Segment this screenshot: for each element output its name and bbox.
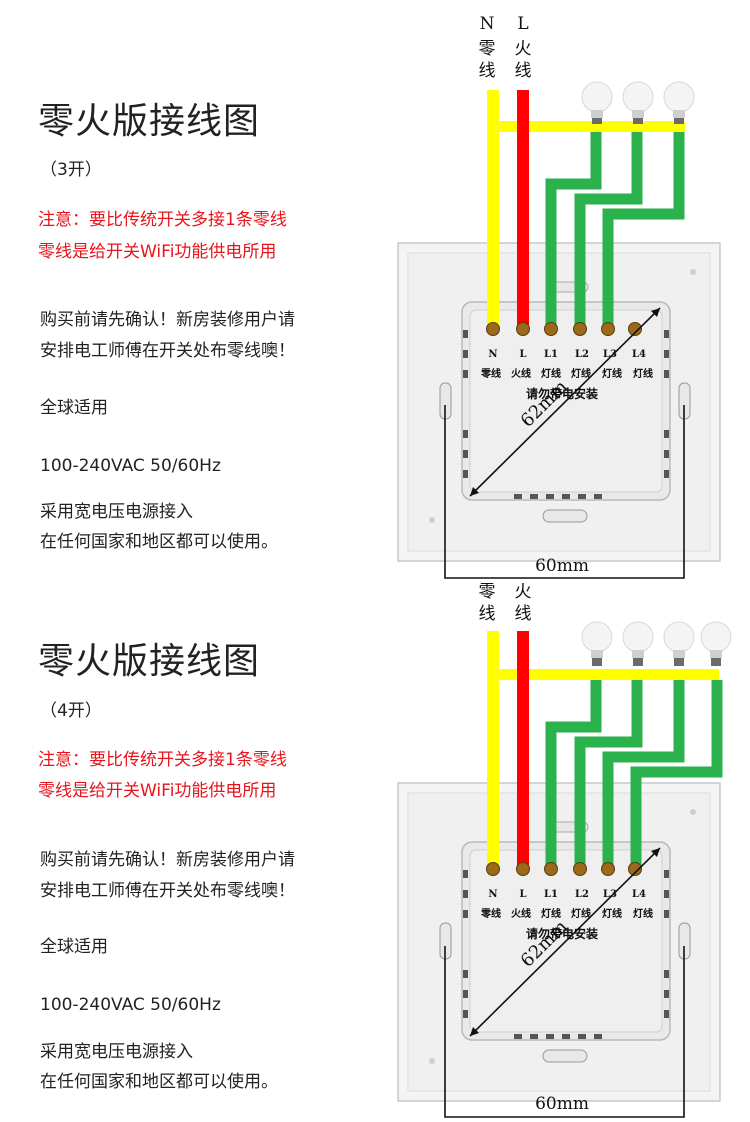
bottom-wide-line1: 采用宽电压电源接入 [40,1042,193,1062]
bottom-terminal-label: N [488,889,497,900]
bottom-variant: （4开） [40,701,102,721]
bottom-no-live-install-label: 请勿带电安装 [526,926,598,941]
top-live-wire [517,90,529,330]
top-terminal-name: 灯线 [541,367,561,380]
top-wire-n-letter: N [479,14,495,34]
top-terminal-label: L2 [575,349,589,360]
bottom-global: 全球适用 [40,937,108,957]
bottom-terminal-label: L2 [575,889,589,900]
top-wide-line2: 在任何国家和地区都可以使用。 [40,532,278,552]
top-width-bracket [444,405,685,579]
top-confirm-line1: 购买前请先确认！新房装修用户请 [40,310,295,330]
top-terminal-name: 火线 [511,367,531,380]
top-terminal-label: L1 [544,349,558,360]
bottom-wire-l-name: 火线 [514,582,532,624]
top-width-dimension: 60mm [535,556,589,576]
top-wire-l-letter: L [517,14,529,34]
top-wire-l-name: 火线 [514,39,532,81]
bottom-confirm-line2: 安排电工师傅在开关处布零线噢！ [40,881,295,901]
top-warning-line1: 注意：要比传统开关多接1条零线 [38,210,287,230]
top-terminals [486,322,642,336]
bottom-wide-line2: 在任何国家和地区都可以使用。 [40,1072,278,1092]
top-neutral-wire [487,90,499,330]
bottom-terminal-label: L [519,889,526,900]
bottom-terminal-label: L1 [544,889,558,900]
bottom-terminal-name: 灯线 [571,907,591,920]
bottom-terminals [486,862,642,876]
bottom-terminal-name: 灯线 [633,907,653,920]
bottom-terminal-label: L3 [603,889,617,900]
bottom-diagonal-dimension-line [469,847,661,1037]
bottom-lamp-wires [545,680,723,870]
bottom-bulbs [581,621,732,666]
top-terminal-label: L3 [603,349,617,360]
bottom-wiring-diagram: N L L1 L2 L3 L4 零线 火线 灯线 灯线 灯线 灯线 请勿带电安装… [397,621,732,1118]
top-diagonal-dimension-line [469,307,661,497]
bottom-warning-line1: 注意：要比传统开关多接1条零线 [38,750,287,770]
bottom-terminal-label: L4 [632,889,646,900]
top-terminal-label: L [519,349,526,360]
bottom-confirm-line1: 购买前请先确认！新房装修用户请 [40,850,295,870]
bottom-neutral-bus [487,669,719,680]
bottom-width-dimension: 60mm [535,1094,589,1114]
bottom-width-bracket [444,946,685,1118]
top-title: 零火版接线图 [38,101,261,142]
top-wide-line1: 采用宽电压电源接入 [40,502,193,522]
bottom-terminal-name: 零线 [480,907,501,920]
top-neutral-bus [487,121,685,132]
bottom-terminal-name: 火线 [511,907,531,920]
bottom-wire-n-name: 零线 [478,582,496,624]
bottom-live-wire [517,631,529,871]
top-terminal-name: 灯线 [633,367,653,380]
top-terminal-label: L4 [632,349,646,360]
bottom-warning-line2: 零线是给开关WiFi功能供电所用 [38,781,277,801]
top-wiring-diagram: N L L1 L2 L3 L4 零线 火线 灯线 灯线 灯线 灯线 请勿带电安装… [397,81,721,579]
bottom-terminal-name: 灯线 [602,907,622,920]
top-global: 全球适用 [40,398,108,418]
top-terminal-name: 零线 [480,367,501,380]
top-terminal-name: 灯线 [571,367,591,380]
bottom-section: 零火版接线图 （4开） 注意：要比传统开关多接1条零线 零线是给开关WiFi功能… [0,561,750,1122]
top-warning-line2: 零线是给开关WiFi功能供电所用 [38,242,277,262]
bottom-terminal-name: 灯线 [541,907,561,920]
bottom-voltage: 100-240VAC 50/60Hz [40,995,221,1015]
top-section: 零火版接线图 （3开） 注意：要比传统开关多接1条零线 零线是给开关WiFi功能… [38,14,721,579]
top-no-live-install-label: 请勿带电安装 [526,386,598,401]
bottom-title: 零火版接线图 [38,641,261,682]
top-wire-n-name: 零线 [478,39,496,81]
top-voltage: 100-240VAC 50/60Hz [40,456,221,476]
bottom-neutral-wire [487,631,499,871]
top-variant: （3开） [40,160,102,180]
top-confirm-line2: 安排电工师傅在开关处布零线噢！ [40,341,295,361]
top-bulbs [581,81,695,124]
top-terminal-name: 灯线 [602,367,622,380]
top-lamp-wires [545,132,685,330]
top-terminal-label: N [488,349,497,360]
